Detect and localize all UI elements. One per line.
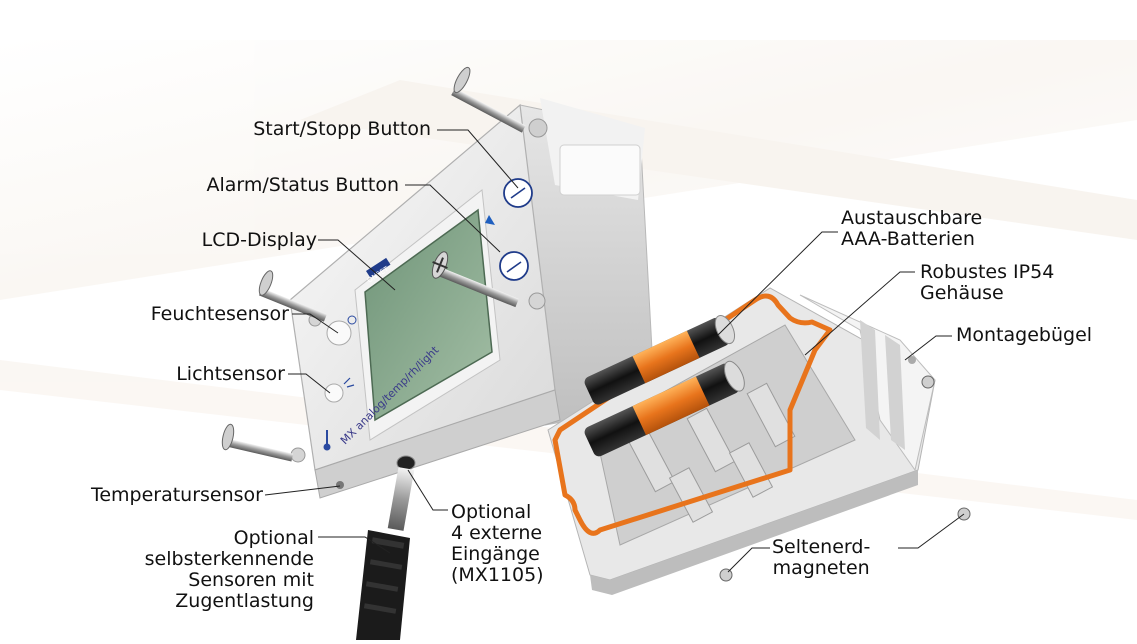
humidity-sensor-port (326, 320, 352, 346)
label-housing-line2: Gehäuse (920, 282, 1004, 304)
label-sensors-line3: Sensoren mit (188, 569, 314, 591)
label-sensors-line2: selbsterkennende (144, 548, 314, 570)
label-inputs-line3: Eingänge (451, 543, 540, 565)
label-inputs-line2: 4 externe (451, 522, 543, 544)
label-external-inputs: Optional 4 externe Eingänge (MX1105) (451, 502, 544, 586)
label-magnets: Seltenerd- magneten (772, 537, 870, 579)
label-lcd-display: LCD-Display (201, 229, 317, 251)
label-sensors: Optional selbsterkennende Sensoren mit Z… (145, 528, 314, 612)
label-inputs-line1: Optional (451, 501, 532, 523)
label-batteries-line1: Austauschbare (841, 207, 983, 229)
label-temperature-sensor: Temperatursensor (90, 484, 263, 506)
label-housing-line1: Robustes IP54 (920, 261, 1055, 283)
label-humidity-sensor: Feuchtesensor (150, 303, 289, 325)
alarm-status-button-shape (499, 251, 529, 281)
housing-gasket (552, 293, 833, 536)
back-housing (547, 287, 936, 595)
light-sensor-port (324, 383, 344, 403)
mounting-screws (221, 66, 526, 462)
sensor-connector (356, 467, 415, 640)
label-sensors-line4: Zugentlastung (175, 590, 314, 612)
label-start-stop-button: Start/Stopp Button (253, 118, 431, 140)
magnets (719, 375, 971, 582)
label-batteries: Austauschbare AAA-Batterien (841, 208, 982, 250)
label-magnets-line1: Seltenerd- (772, 536, 871, 558)
logger-body: ONSET MX analog/temp/rh/light (289, 98, 656, 499)
label-inputs-line4: (MX1105) (451, 564, 544, 586)
label-magnets-line2: magneten (772, 557, 870, 579)
label-alarm-status-button: Alarm/Status Button (206, 174, 399, 196)
label-batteries-line2: AAA-Batterien (841, 228, 975, 250)
label-housing: Robustes IP54 Gehäuse (920, 262, 1054, 304)
lcd-screen (364, 208, 493, 422)
aaa-batteries (584, 315, 745, 457)
label-mounting-bracket: Montagebügel (956, 324, 1093, 346)
label-sensors-line1: Optional (233, 527, 314, 549)
leader-lines (264, 129, 965, 573)
label-light-sensor: Lichtsensor (176, 363, 285, 385)
